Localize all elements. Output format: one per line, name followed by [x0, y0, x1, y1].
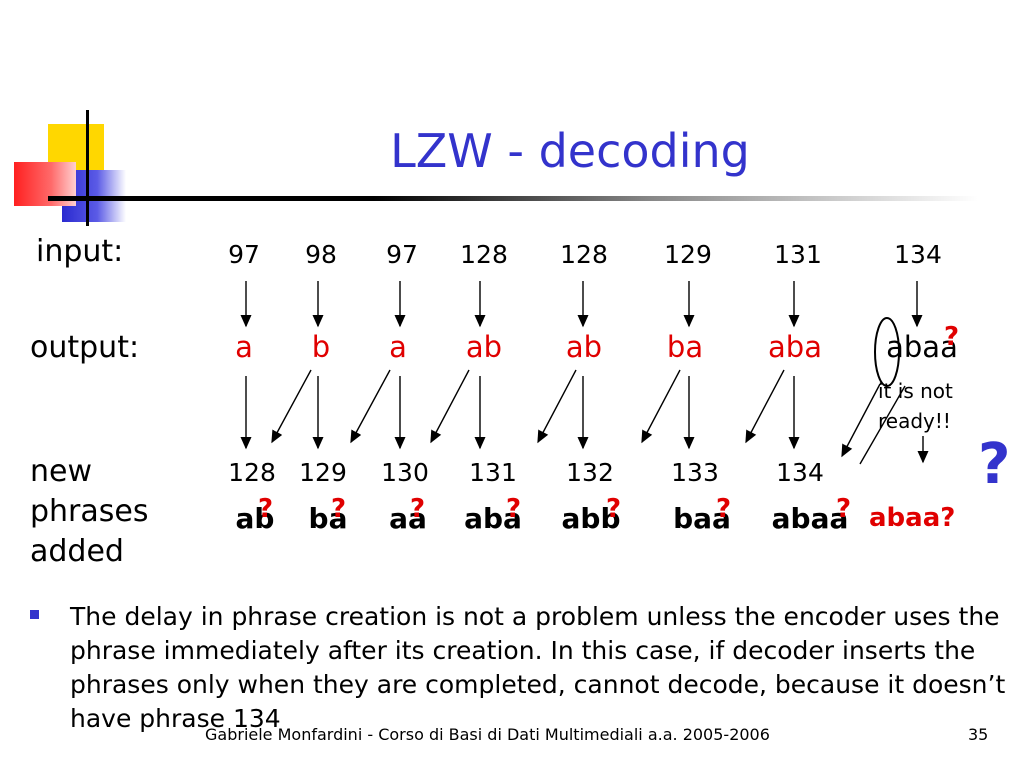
new-code: 128: [228, 458, 276, 487]
logo-vertical-line: [86, 110, 89, 226]
arrow-diagonal: [271, 369, 312, 444]
phrase-added: abb: [561, 502, 621, 535]
note-line: it is not: [878, 379, 953, 403]
arrow-diagonal: [537, 369, 577, 444]
new-code: 131: [469, 458, 517, 487]
new-code: 132: [566, 458, 614, 487]
input-code: 128: [560, 240, 608, 269]
title-rule: [48, 196, 978, 201]
new-phrases-label-line: added: [30, 534, 124, 569]
input-code: 97: [228, 240, 260, 269]
phrase-added: abaa: [771, 502, 849, 535]
phrase-question-mark: ?: [716, 494, 732, 524]
arrow-diagonal: [350, 369, 391, 444]
page-number: 35: [968, 725, 989, 744]
new-phrases-label: new phrases added: [30, 452, 149, 572]
connector-line: [859, 385, 906, 465]
phrase-question-mark: ?: [258, 494, 274, 524]
output-symbol: ab: [465, 330, 503, 364]
arrow-diagonal: [841, 383, 881, 458]
new-code: 133: [671, 458, 719, 487]
new-phrases-label-line: phrases: [30, 494, 149, 529]
new-code: 134: [776, 458, 824, 487]
phrase-added: baa: [673, 502, 731, 535]
output-symbol: aba: [768, 330, 822, 364]
input-code: 97: [386, 240, 418, 269]
arrow-diagonal: [745, 369, 785, 444]
output-question-mark: ?: [944, 322, 960, 352]
highlight-ellipse: [874, 317, 900, 387]
phrase-question-mark: ?: [606, 494, 622, 524]
input-code: 134: [894, 240, 942, 269]
phrase-question-mark: ?: [506, 494, 522, 524]
output-symbol: b: [311, 330, 331, 364]
phrase-added: ab: [235, 502, 275, 535]
output-symbol: ab: [565, 330, 603, 364]
arrow-diagonal: [430, 369, 470, 444]
output-symbol: ba: [666, 330, 704, 364]
new-phrases-label-line: new: [30, 454, 93, 489]
input-code: 131: [774, 240, 822, 269]
phrase-added: aa: [389, 502, 427, 535]
output-symbol: a: [235, 330, 253, 364]
input-code: 98: [305, 240, 337, 269]
phrase-added: aba: [464, 502, 522, 535]
slide-title: LZW - decoding: [390, 124, 750, 178]
output-label: output:: [30, 330, 140, 365]
bullet-icon: [30, 610, 39, 619]
final-phrase: abaa?: [869, 503, 956, 533]
phrase-question-mark: ?: [836, 494, 852, 524]
output-symbol: a: [389, 330, 407, 364]
phrase-question-mark: ?: [410, 494, 426, 524]
phrase-added: ba: [308, 502, 348, 535]
footer-text: Gabriele Monfardini - Corso di Basi di D…: [205, 725, 770, 744]
new-code: 129: [299, 458, 347, 487]
new-code: 130: [381, 458, 429, 487]
input-code: 128: [460, 240, 508, 269]
bullet-text: The delay in phrase creation is not a pr…: [70, 602, 1006, 733]
phrase-question-mark: ?: [331, 494, 347, 524]
input-code: 129: [664, 240, 712, 269]
input-label: input:: [36, 234, 124, 269]
big-question-mark: ?: [978, 432, 1011, 497]
arrow-diagonal: [641, 369, 681, 444]
